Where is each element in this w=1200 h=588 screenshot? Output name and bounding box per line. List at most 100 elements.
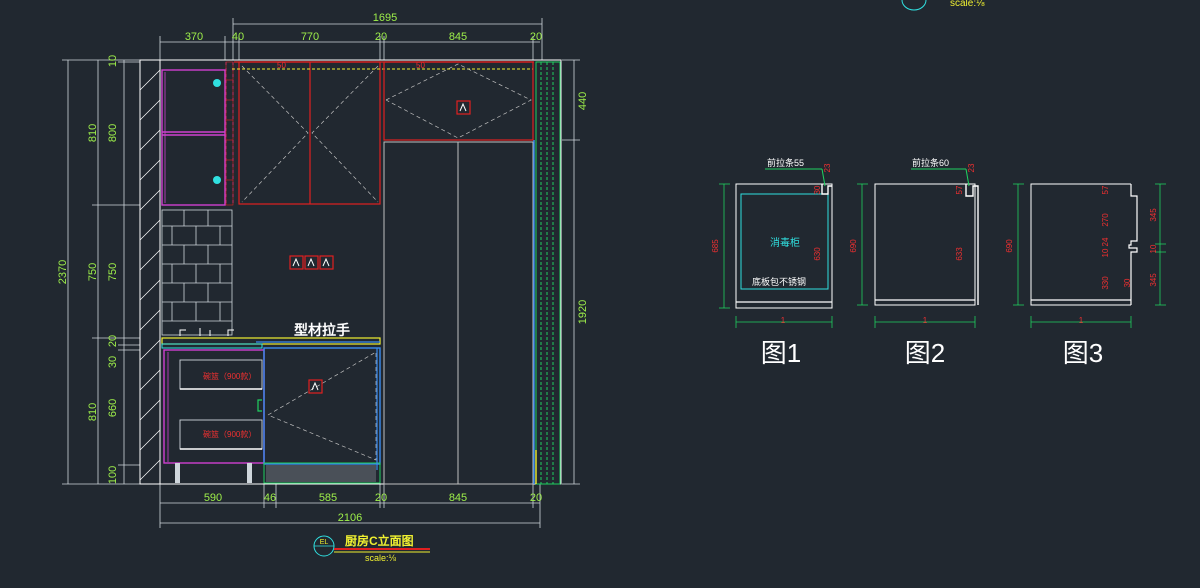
drawer-label-2: 碗篮（900款） <box>203 429 256 439</box>
dim-bottom-seg-6: 20 <box>530 492 542 504</box>
elevation-title-block: EL <box>313 535 430 557</box>
wall-outline <box>139 59 562 485</box>
dim-bottom-seg-4: 20 <box>375 492 387 504</box>
detail-2-leader-2 <box>965 168 970 187</box>
top-scale-text: scale:⅛ <box>950 0 985 9</box>
detail-1-right-dim-2: 30 <box>813 185 822 194</box>
dim-bottom-total: 2106 <box>338 512 362 524</box>
detail-2-right-dim-1: 23 <box>967 163 976 172</box>
dim-bottom-seg-5: 845 <box>449 492 467 504</box>
detail-1-right-dim-3: 630 <box>813 247 822 261</box>
dim-top-seg-6: 20 <box>530 31 542 43</box>
handle-mark-glyph <box>459 102 467 112</box>
dim-left-total: 2370 <box>57 260 69 284</box>
detail-1-inner-label: 消毒柜 <box>770 236 800 249</box>
detail-3-left-dim: 690 <box>1005 239 1014 253</box>
dim-left-detail-4: 20 <box>107 335 119 347</box>
detail-figure-2: 前拉条60 690 23 57 633 1 图2 <box>849 157 979 368</box>
dim-top-seg-5: 845 <box>449 31 467 43</box>
dim-left-group-3: 810 <box>87 403 99 421</box>
detail-figure-3: 690 57 270 24 10 30 330 345 10 345 1 图3 <box>1005 183 1166 368</box>
bottom-dimension-chain <box>159 484 541 528</box>
handle-mark-icon <box>456 100 471 115</box>
detail-3-bottom-dim: 1 <box>1079 316 1084 325</box>
dim-bottom-seg-3: 585 <box>319 492 337 504</box>
top-title-fragment: scale:⅛ <box>901 0 985 11</box>
left-dimension-chain <box>62 59 140 485</box>
detail-3-outer-dim-2: 10 <box>1149 244 1158 253</box>
handle-profile-label: 型材拉手 <box>294 322 350 338</box>
base-door-cabinet <box>263 347 381 484</box>
dim-top-seg-1: 370 <box>185 31 203 43</box>
detail-3-outer-dim-1: 345 <box>1149 208 1158 222</box>
handle-mark-glyph <box>311 381 319 391</box>
dim-left-group-2: 750 <box>87 263 99 281</box>
detail-3-right-dim-5: 30 <box>1123 278 1132 287</box>
elevation-title: 厨房C立面图 <box>345 533 414 548</box>
detail-3-right-dim-1: 57 <box>1101 185 1110 194</box>
detail-1-caption: 图1 <box>761 338 801 368</box>
detail-3-right-dim-4: 10 <box>1101 248 1110 257</box>
dim-left-detail-6: 660 <box>107 399 119 417</box>
inner-dim-50-b: 50 <box>416 61 425 70</box>
outlet-icon <box>213 79 221 87</box>
detail-2-right-dim-2: 57 <box>955 185 964 194</box>
handle-mark-icon <box>308 379 323 394</box>
outlet-icon <box>213 176 221 184</box>
upper-cabinet-swing-lines <box>241 65 379 203</box>
detail-2-left-dim: 690 <box>849 239 858 253</box>
upper-panel-hatch <box>225 61 234 206</box>
dim-top-total: 1695 <box>373 12 397 24</box>
top-dimension-chain <box>159 18 543 60</box>
detail-3-box <box>1030 183 1131 306</box>
dim-left-detail-2: 800 <box>107 124 119 142</box>
dim-top-seg-3: 770 <box>301 31 319 43</box>
handle-mark-icon <box>319 255 334 270</box>
tall-side-panel <box>535 61 561 485</box>
detail-1-leader-2 <box>821 168 826 187</box>
title-marker: EL <box>320 539 329 546</box>
wall-outlets <box>213 79 221 184</box>
dim-bottom-seg-2: 46 <box>264 492 276 504</box>
dim-left-group-1: 810 <box>87 124 99 142</box>
dim-left-detail-7: 100 <box>107 466 119 484</box>
dim-right-lower: 1920 <box>577 300 589 324</box>
inner-dim-50-a: 50 <box>277 61 286 70</box>
drawer-handles <box>257 399 262 412</box>
detail-3-right-dim-2: 270 <box>1101 213 1110 227</box>
dim-left-detail-1: 10 <box>107 55 119 67</box>
center-handle-marks <box>289 255 334 270</box>
toe-kick-fill <box>266 465 376 482</box>
detail-1-top-note: 前拉条55 <box>767 157 804 168</box>
handle-mark-icon <box>304 255 319 270</box>
dim-left-detail-3: 750 <box>107 263 119 281</box>
tall-unit-top <box>383 61 534 141</box>
elevation-scale: scale:⅛ <box>365 553 397 563</box>
upper-left-shelf <box>161 69 226 206</box>
detail-1-box <box>735 183 833 309</box>
dim-top-seg-4: 20 <box>375 31 387 43</box>
detail-1-bottom-note: 底板包不锈钢 <box>752 276 806 287</box>
dim-left-detail-5: 30 <box>107 356 119 368</box>
dim-right-upper: 440 <box>577 92 589 110</box>
tall-top-swing-lines <box>385 63 532 139</box>
detail-1-appliance <box>740 193 829 290</box>
detail-1-left-dim: 685 <box>711 239 720 253</box>
detail-2-caption: 图2 <box>905 338 945 368</box>
detail-3-outer-dim-3: 345 <box>1149 273 1158 287</box>
detail-3-caption: 图3 <box>1063 338 1103 368</box>
base-legs <box>175 463 252 483</box>
dim-bottom-seg-1: 590 <box>204 492 222 504</box>
detail-1-right-dim-1: 23 <box>823 163 832 172</box>
right-dimension-chain <box>562 59 580 485</box>
tall-panel-dashed <box>225 62 234 205</box>
base-drawer-cabinet <box>163 349 265 464</box>
detail-2-right-dim-3: 633 <box>955 247 964 261</box>
handle-mark-icon <box>289 255 304 270</box>
dim-top-seg-2: 40 <box>232 31 244 43</box>
tall-unit-body <box>383 141 534 485</box>
drawer-label-1: 碗篮（900款） <box>203 371 256 381</box>
detail-figure-1: 前拉条55 消毒柜 底板包不锈钢 685 23 30 630 1 图1 <box>711 157 833 368</box>
countertop <box>161 328 381 349</box>
